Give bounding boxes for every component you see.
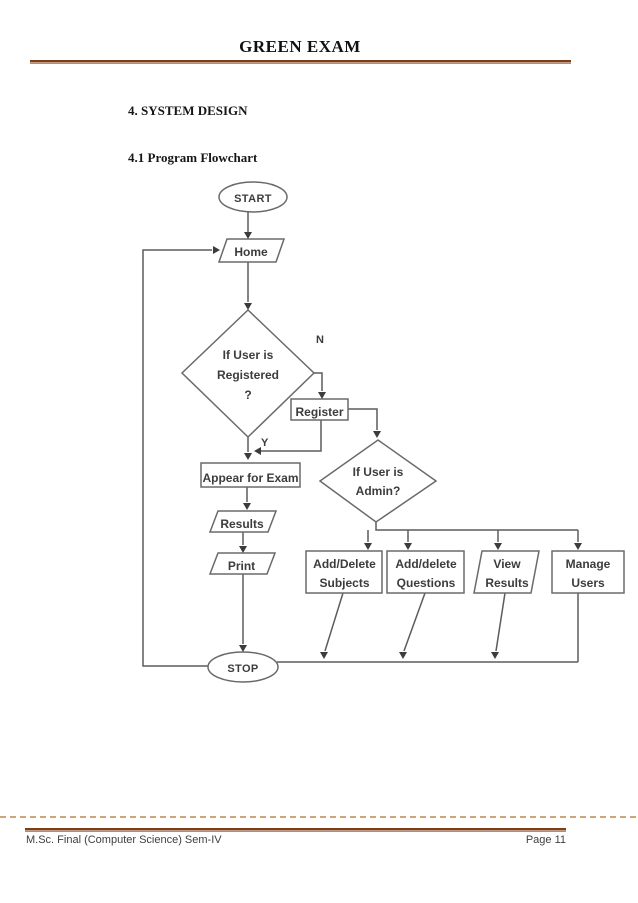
flow-node-home: Home bbox=[234, 245, 268, 259]
arrowhead bbox=[318, 392, 326, 399]
edge-admin-distribution bbox=[375, 522, 578, 531]
subjects-rect bbox=[305, 550, 383, 594]
view-results-parallelogram bbox=[473, 550, 540, 594]
flow-node-view-results: View Results bbox=[485, 557, 529, 590]
arrowhead bbox=[254, 447, 261, 455]
section-heading: 4. SYSTEM DESIGN bbox=[128, 103, 248, 118]
branch-label-n: N bbox=[316, 334, 324, 346]
results-parallelogram bbox=[208, 510, 278, 533]
flow-node-start: START bbox=[234, 193, 272, 205]
flow-node-register: Register bbox=[295, 405, 344, 419]
flow-node-admin: If User is Admin? bbox=[352, 465, 404, 498]
edge-register-admin bbox=[348, 408, 378, 430]
footer-dotted-divider bbox=[0, 816, 638, 818]
arrowhead bbox=[244, 453, 252, 460]
flow-node-manage-users: Manage Users bbox=[565, 557, 611, 590]
start-ellipse bbox=[218, 181, 288, 213]
flow-shapes bbox=[180, 181, 625, 683]
arrowhead bbox=[494, 543, 502, 550]
arrowhead bbox=[213, 246, 220, 254]
subsection-heading: 4.1 Program Flowchart bbox=[128, 150, 258, 165]
arrowhead bbox=[364, 543, 372, 550]
admin-diamond bbox=[318, 439, 438, 523]
footer-rule bbox=[25, 828, 566, 832]
flow-node-questions: Add/delete Questions bbox=[395, 557, 457, 590]
flow-node-print: Print bbox=[227, 559, 256, 573]
flow-node-subjects: Add/Delete Subjects bbox=[313, 557, 376, 590]
header-rule bbox=[30, 60, 571, 64]
arrowhead bbox=[320, 652, 328, 659]
arrowhead bbox=[491, 652, 499, 659]
manage-users-rect bbox=[551, 550, 625, 594]
edge-view-stop bbox=[495, 592, 506, 652]
edge-registered-register bbox=[314, 372, 323, 391]
flow-node-registered: If User is Registered ? bbox=[216, 348, 280, 402]
flow-node-appear: Appear for Exam bbox=[202, 471, 299, 485]
appear-rect bbox=[200, 462, 301, 488]
page-title: GREEN EXAM bbox=[239, 37, 361, 56]
flow-node-stop: STOP bbox=[227, 663, 259, 675]
questions-rect bbox=[386, 550, 465, 594]
home-parallelogram bbox=[217, 238, 286, 263]
register-rect bbox=[290, 398, 349, 421]
arrowhead bbox=[243, 503, 251, 510]
arrowhead bbox=[244, 232, 252, 239]
branch-label-y: Y bbox=[261, 437, 269, 449]
flow-connectors bbox=[142, 212, 579, 667]
edge-stop-loop-home bbox=[142, 249, 212, 667]
edge-subjects-stop bbox=[324, 592, 344, 652]
arrowhead bbox=[239, 546, 247, 553]
arrowheads bbox=[213, 232, 582, 659]
arrowhead bbox=[574, 543, 582, 550]
footer-page-number: Page 11 bbox=[525, 834, 566, 846]
flow-node-results: Results bbox=[220, 517, 264, 531]
footer-course-text: M.Sc. Final (Computer Science) Sem-IV bbox=[26, 834, 222, 846]
arrowhead bbox=[404, 543, 412, 550]
arrowhead bbox=[399, 652, 407, 659]
registered-diamond bbox=[180, 308, 316, 439]
arrowhead bbox=[239, 645, 247, 652]
arrowhead bbox=[373, 431, 381, 438]
arrowhead bbox=[244, 303, 252, 310]
edge-register-return bbox=[261, 420, 322, 452]
print-parallelogram bbox=[208, 552, 277, 575]
edge-questions-stop bbox=[403, 592, 426, 652]
